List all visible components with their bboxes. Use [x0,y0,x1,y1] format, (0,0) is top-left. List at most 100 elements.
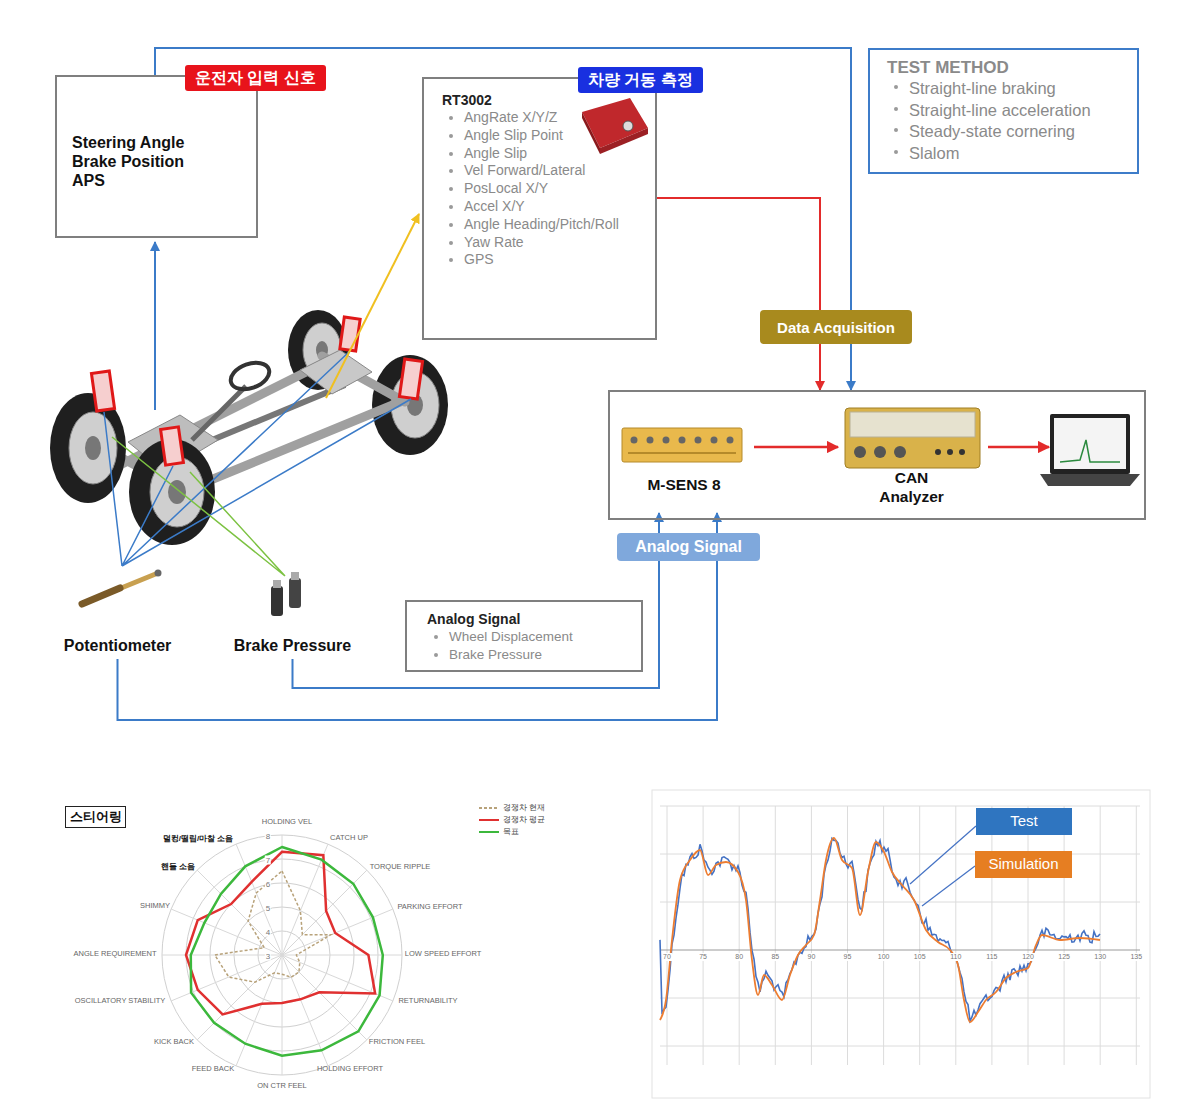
line-chart [703,806,704,1065]
bullet-dot [449,152,453,156]
axis-tick: 110 [949,953,962,961]
sensor-wire [112,437,285,576]
legend-sample [479,819,499,821]
axis-label: ON CTR FEEL [257,1081,307,1090]
list-item: Vel Forward/Lateral [464,162,585,178]
text-line: Angle Heading/Pitch/Roll [442,216,647,234]
axis-tick: 95 [843,953,853,961]
msens-unit [679,437,686,444]
signal-arrow [154,242,156,410]
list-item: Slalom [909,144,959,162]
text-line: Brake Pressure [427,646,633,664]
signal-box: Analog SignalWheel DisplacementBrake Pre… [405,600,643,672]
line-chart [660,806,1140,807]
line-chart [847,806,848,1065]
can-analyzer-unit [894,446,906,458]
text-line: Accel X/Y [442,198,647,216]
line-chart [775,806,776,1065]
box-text: Test [1010,812,1038,829]
legend-text: 경쟁차 현재 [503,803,545,813]
device-label: M-SENS 8 [614,415,754,513]
laptop-image [1050,414,1130,474]
line-chart [1136,806,1137,1065]
scale-number: 4 [265,928,271,937]
text-line: Vel Forward/Lateral [442,162,647,180]
line-chart [910,826,976,884]
text-line: Angle Slip [442,145,647,163]
chart-title-box: 스티어링 [65,806,126,828]
line-chart [660,950,1140,951]
list-item: PosLocal X/Y [464,180,548,196]
text-line: Potentiometer [55,636,180,656]
axis-label: PARKING EFFORT [397,902,462,911]
text-line: CAN Analyzer [870,468,954,506]
axis-label: HOLDING VEL [262,817,312,826]
axis-label: RETURNABILITY [398,996,457,1005]
msens-unit [631,437,638,444]
scale-number: 3 [265,952,271,961]
can-analyzer-unit [874,446,886,458]
axis-tick: 125 [1057,953,1071,961]
list-item: Yaw Rate [464,234,524,250]
can-analyzer-unit [845,408,980,468]
text-line: Straight-line braking [887,78,1129,100]
list-item: Straight-line braking [909,79,1056,97]
sensor-box: 차량 거동 측정RT3002AngRate X/Y/ZAngle Slip Po… [422,77,657,340]
box-text: Analog Signal [427,611,520,627]
text-line: Angle Slip Point [442,127,647,145]
potentiometer-image [82,588,120,604]
axis-tick: 105 [913,953,927,961]
axis-tick: 135 [1129,953,1143,961]
can-analyzer-unit [854,446,866,458]
bullet-dot [434,653,438,657]
edge-label-tag: Data Acquisition [760,310,912,344]
bullet-dot [449,187,453,191]
box-text: 스티어링 [70,809,122,824]
text-line: TEST METHOD [887,58,1129,78]
axis-tick: 80 [734,953,744,961]
line-chart [660,998,1140,999]
box-text: Potentiometer [64,637,172,654]
text-line: Brake Pressure [225,636,360,656]
can-analyzer-unit [845,408,980,468]
daq-box: M-SENS 8 CAN Analyzer [608,390,1146,520]
sensor-wire [104,351,411,566]
pressure-sensor-image [271,586,283,616]
list-item: Angle Slip [464,145,527,161]
scale-number: 5 [265,904,271,913]
line-chart [652,790,1150,1098]
axis-tick: 70 [662,953,672,961]
bullet-dot [449,241,453,245]
msens-unit [647,437,654,444]
edge-label: Data Acquisition [777,319,895,336]
chassis-frame [227,358,273,394]
list-item: Steady-state cornering [909,122,1075,140]
axis-label: CATCH UP [330,833,368,842]
list-item: AngRate X/Y/Z [464,109,557,125]
can-analyzer-unit [850,412,975,437]
line-chart [883,806,884,1065]
box-text: RT3002 [442,92,492,108]
legend-row: 목표 [478,827,519,837]
line-chart [991,806,992,1065]
legend-text: 경쟁차 평균 [503,815,545,825]
radar-chart [282,955,367,1040]
axis-label: FRICTION FEEL [369,1037,425,1046]
bullet-dot [449,205,453,209]
signal-arrow [326,214,419,398]
chassis-frame [200,385,345,445]
text-line: RT3002 [442,91,647,109]
bullet-dot [894,128,898,132]
radar-chart [191,847,383,1056]
rt3002-unit [600,128,648,154]
box-text: Steering Angle Brake Position APS [72,134,184,189]
sensor-caption: Potentiometer [55,634,180,659]
legend-row: 경쟁차 평균 [478,815,545,825]
rt3002-unit [623,121,633,131]
can-analyzer-unit [935,449,941,455]
box-text: CAN Analyzer [879,469,944,505]
axis-tick: 120 [1021,953,1035,961]
data-arrow [988,446,1049,449]
input-box: 운전자 입력 신호Steering Angle Brake Position A… [55,75,258,238]
can-analyzer-unit [959,449,965,455]
